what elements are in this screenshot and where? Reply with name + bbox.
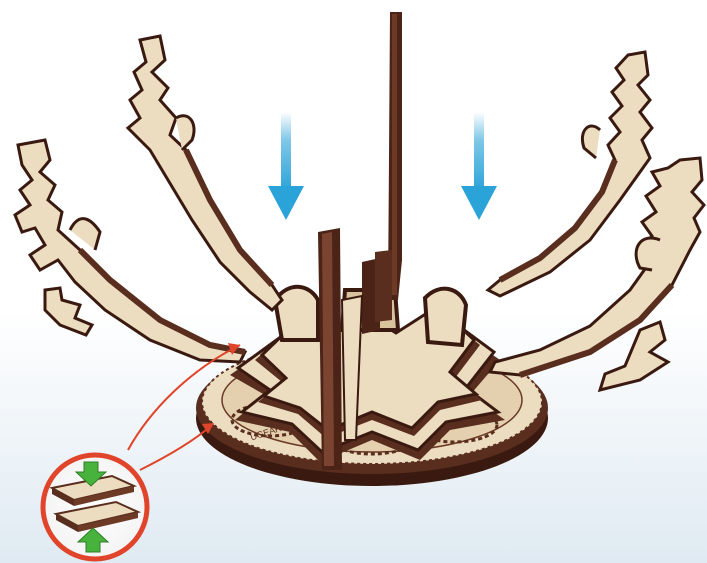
layer-stack-icon [43,455,147,559]
